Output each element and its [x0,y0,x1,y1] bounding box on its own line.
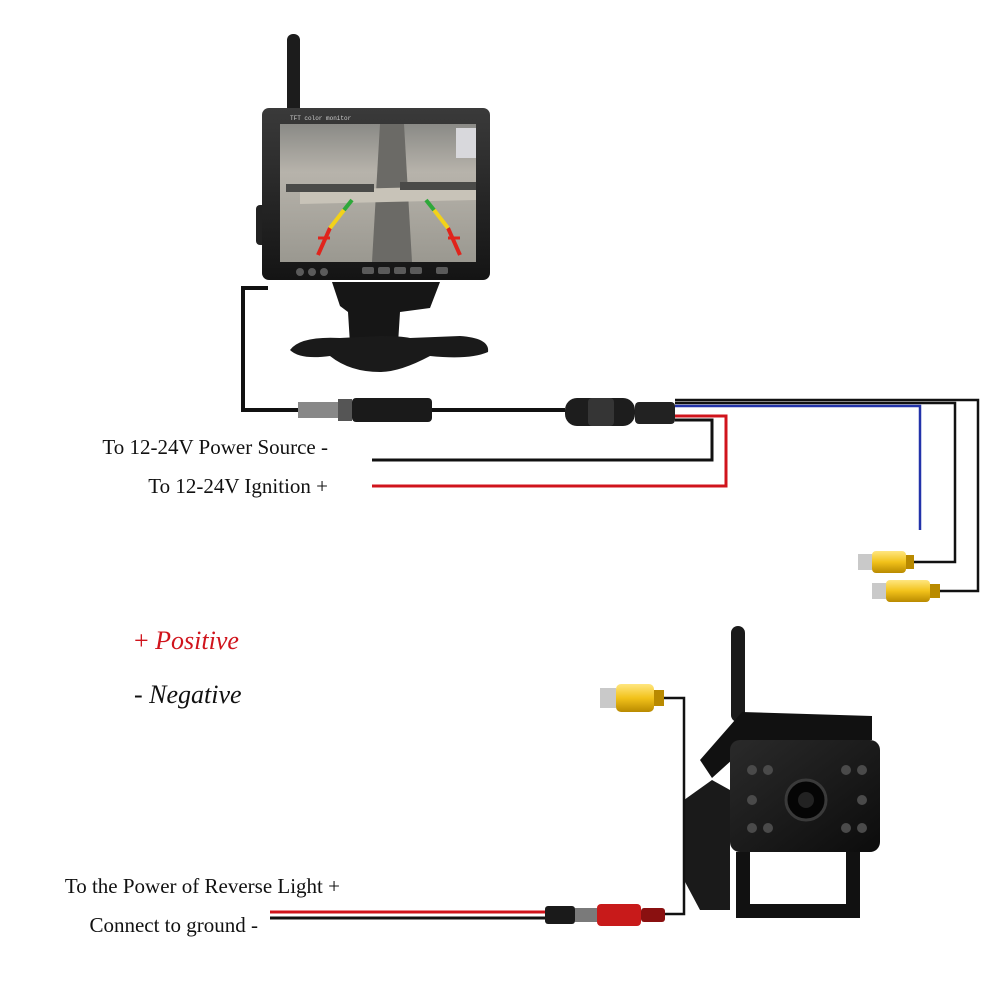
camera-ir-leds [747,765,867,833]
ignition-label: To 12-24V Ignition + [148,474,328,498]
camera [684,626,880,918]
ground-label: Connect to ground - [89,913,258,937]
power-source-label: To 12-24V Power Source - [102,435,328,459]
monitor-cable [241,286,565,422]
monitor-av-wires [675,398,980,593]
legend-positive-symbol: + [134,626,149,655]
legend-negative-text: Negative [149,680,242,709]
monitor-screen-header: TFT color monitor [290,115,352,122]
monitor: TFT color monitor [256,34,490,372]
camera-wires [270,696,686,920]
negative-power-wire [372,418,714,462]
legend-negative: - Negative [134,682,242,708]
legend-positive-text: Positive [155,626,239,655]
positive-power-wire [372,414,728,488]
monitor-power-wires [372,414,728,488]
camera-power-plug [545,904,665,926]
monitor-stand-base [290,336,489,372]
camera-rca-connector [600,684,664,712]
monitor-control-buttons [296,267,448,276]
legend-negative-symbol: - [134,680,143,709]
monitor-antenna [287,34,300,116]
monitor-stand-neck [332,282,440,344]
rca-connector-1 [858,551,914,573]
legend-positive: + Positive [134,628,239,654]
reverse-light-label: To the Power of Reverse Light + [64,874,340,898]
monitor-screen [280,124,476,262]
camera-antenna [731,626,745,722]
rca-connector-2 [872,580,940,602]
splitter-box [565,398,675,426]
